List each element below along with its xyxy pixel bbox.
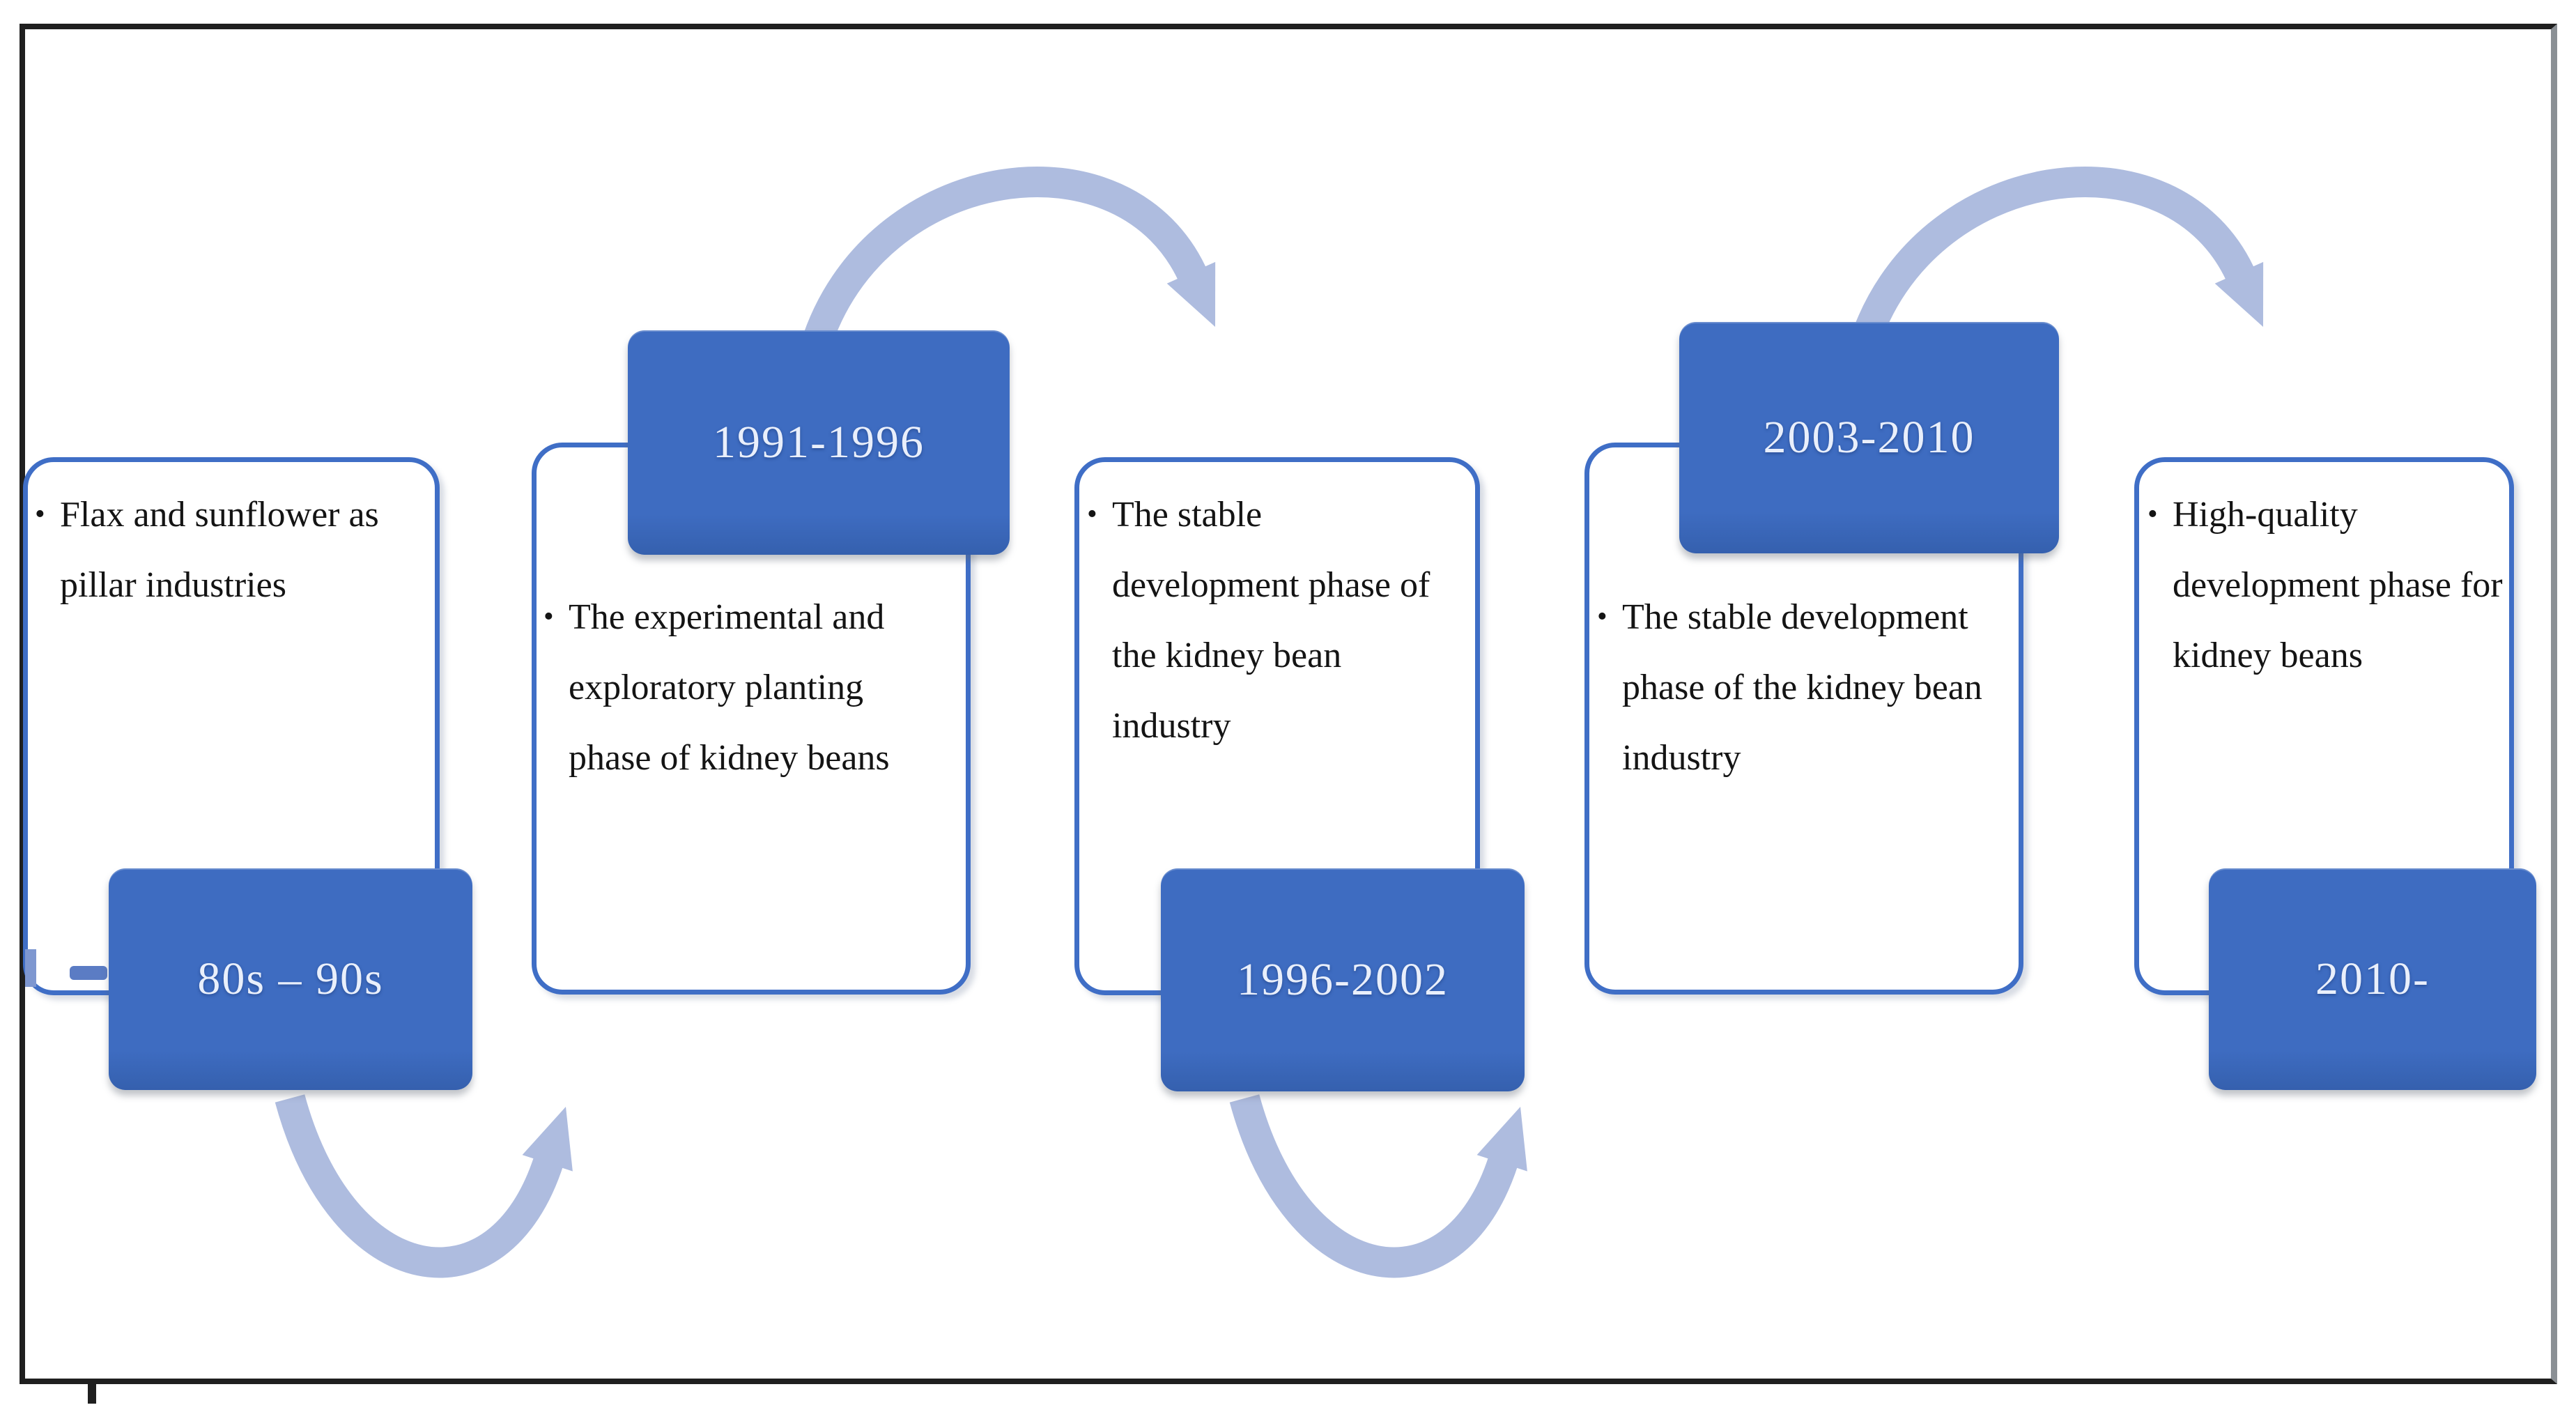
connector-stub-icon: [25, 949, 36, 987]
description-line: The stable development: [1622, 597, 1968, 637]
description-line: kidney beans: [2173, 636, 2363, 675]
stage-period-label: 2010-: [2315, 953, 2430, 1004]
stage-description-3: • The stable development phase of the ki…: [1086, 479, 1430, 761]
description-line: phase of kidney beans: [569, 738, 890, 778]
stage-period-box-5: 2010-: [2209, 868, 2536, 1090]
description-line: High-quality: [2173, 495, 2358, 535]
description-line: development phase of: [1112, 565, 1430, 605]
bullet-icon: •: [2147, 498, 2158, 530]
frame-tick: [88, 1379, 96, 1404]
description-line: The experimental and: [569, 597, 885, 637]
description-line: Flax and sunflower as: [60, 495, 379, 535]
stage-period-label: 1996-2002: [1237, 954, 1449, 1005]
bullet-icon: •: [35, 498, 45, 530]
stage-description-1: • Flax and sunflower as pillar industrie…: [33, 479, 379, 620]
stage-period-label: 2003-2010: [1763, 412, 1975, 463]
bullet-icon: •: [1597, 601, 1607, 633]
description-line: the kidney bean: [1112, 636, 1342, 675]
description-line: development phase for: [2173, 565, 2503, 605]
description-line: exploratory planting: [569, 668, 864, 707]
stage-period-box-2: 1991-1996: [628, 330, 1010, 555]
description-line: industry: [1622, 738, 1741, 778]
stage-period-box-4: 2003-2010: [1679, 322, 2059, 553]
stage-description-2: • The experimental and exploratory plant…: [542, 582, 890, 793]
stage-description-4: • The stable development phase of the ki…: [1596, 582, 1982, 793]
stage-period-label: 80s – 90s: [197, 953, 384, 1004]
flow-arrow-under-1-icon: [275, 1094, 573, 1278]
connector-stub-icon: [70, 966, 107, 980]
description-line: pillar industries: [60, 565, 286, 605]
description-line: The stable: [1112, 495, 1263, 535]
flow-arrow-under-2-icon: [1229, 1094, 1527, 1278]
stage-period-box-3: 1996-2002: [1161, 868, 1525, 1091]
bullet-icon: •: [1087, 498, 1097, 530]
figure-frame: [20, 24, 2557, 1384]
bullet-icon: •: [543, 601, 554, 633]
description-line: industry: [1112, 706, 1231, 746]
stage-period-box-1: 80s – 90s: [109, 868, 472, 1090]
flow-arrow-over-2-icon: [1848, 167, 2264, 352]
flow-arrow-over-1-icon: [800, 167, 1216, 352]
stage-description-5: • High-quality development phase for kid…: [2146, 479, 2503, 691]
stage-period-label: 1991-1996: [713, 417, 925, 468]
description-line: phase of the kidney bean: [1622, 668, 1982, 707]
